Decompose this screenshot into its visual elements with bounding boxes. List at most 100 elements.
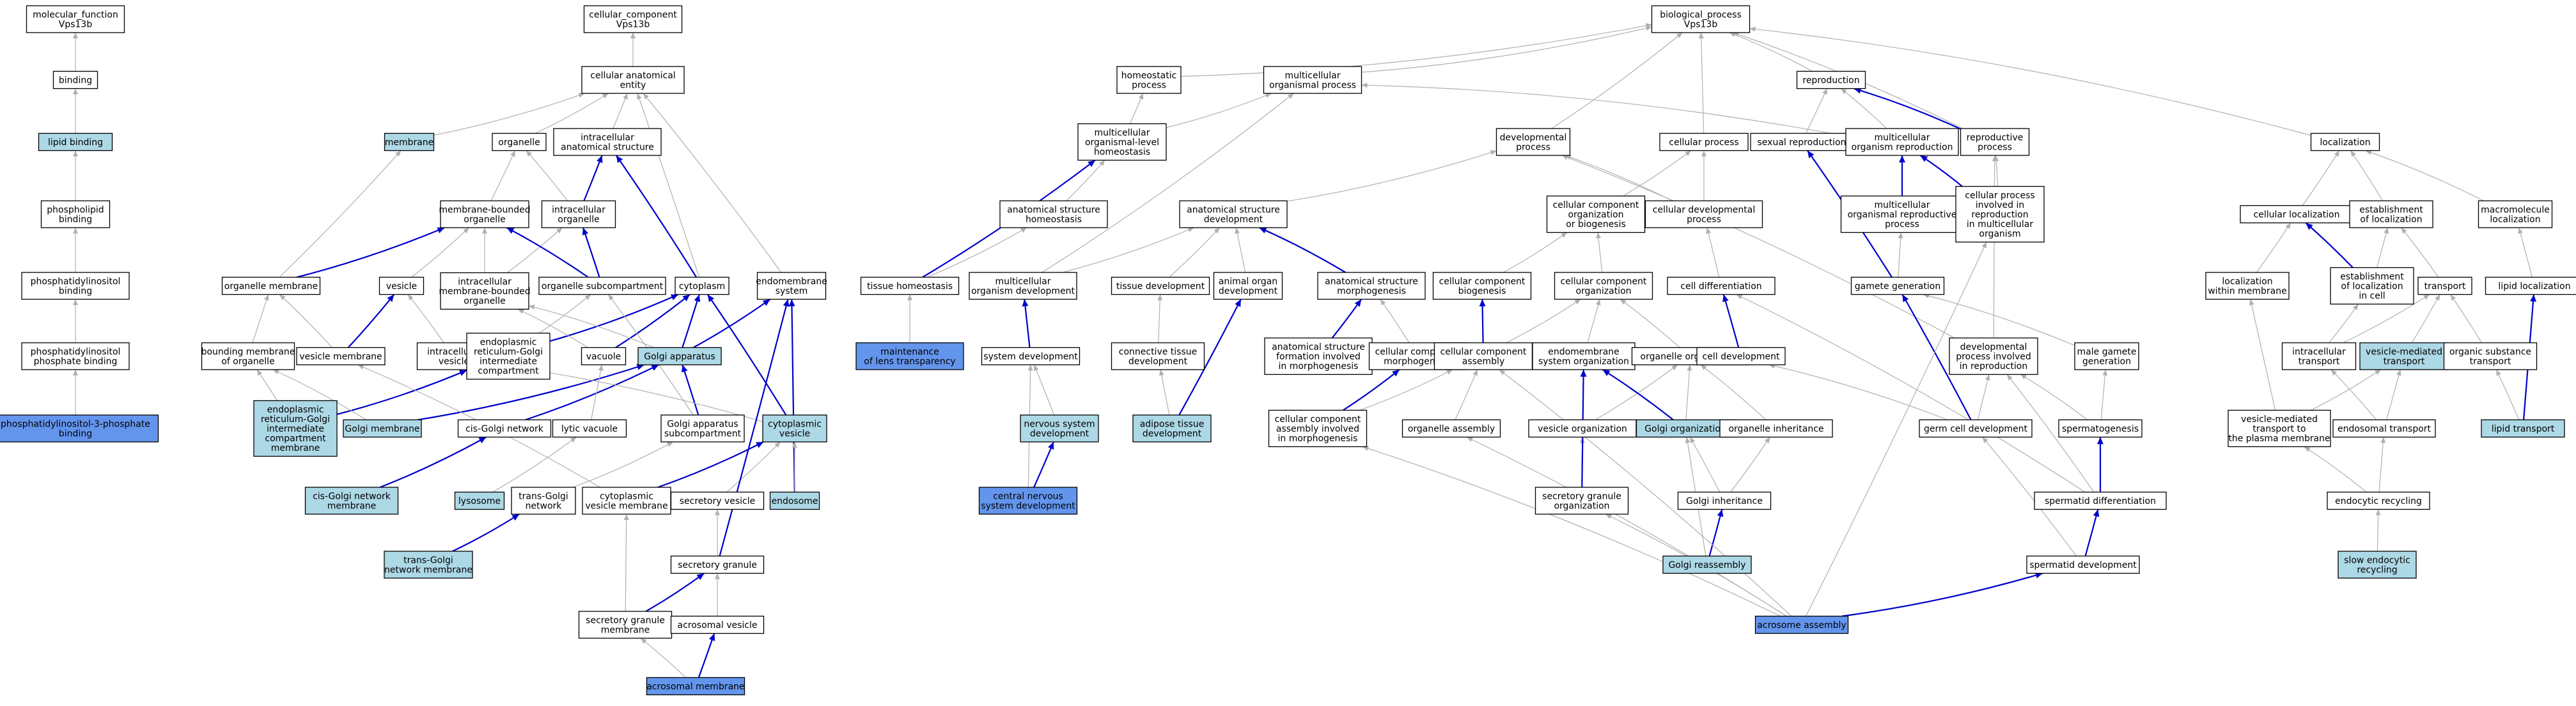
edge-gray xyxy=(1620,299,1680,348)
go-term-node-endocytic-recycling: endocytic recycling xyxy=(2327,491,2430,510)
go-term-node-cellular-process: cellular process xyxy=(1659,132,1749,152)
node-label: sexual reproduction xyxy=(1758,137,1846,148)
go-term-node-lipid-transport: lipid transport xyxy=(2481,419,2565,438)
node-label-line: lipid localization xyxy=(2498,281,2570,292)
node-label-line: organization xyxy=(1575,286,1631,296)
node-box xyxy=(1919,419,2033,438)
node-box xyxy=(221,276,321,295)
node-label: cis-Golgi network xyxy=(465,424,544,434)
edge-blue xyxy=(336,370,467,416)
edge-gray xyxy=(490,150,516,201)
edge-gray xyxy=(407,294,444,343)
node-label-line: lipid transport xyxy=(2492,424,2555,434)
edge-gray xyxy=(1768,363,1948,421)
node-label-line: process xyxy=(1132,80,1166,90)
node-box xyxy=(1796,70,1866,90)
edge-gray xyxy=(2304,446,2367,492)
node-label-line: organelle inheritance xyxy=(1728,424,1823,434)
node-box xyxy=(2205,272,2290,300)
node-label-line: system xyxy=(776,286,808,296)
node-label-line: membrane xyxy=(601,625,650,635)
go-term-node-cellular-localization: cellular localization xyxy=(2240,205,2354,224)
node-label-line: central nervous xyxy=(993,491,1063,501)
node-box xyxy=(1840,195,1964,233)
edge-gray xyxy=(2020,373,2088,420)
edge-gray xyxy=(1623,150,1692,197)
edge-gray xyxy=(517,308,588,349)
node-label-line: anatomical structure xyxy=(1007,205,1100,215)
edge-gray xyxy=(1066,160,1105,201)
node-label-line: establishment xyxy=(2359,205,2423,215)
node-label-line: organelle xyxy=(498,137,540,148)
node-label-line: cellular process xyxy=(1965,191,2034,201)
node-label-line: cellular developmental xyxy=(1653,205,1755,215)
node-label-line: tissue development xyxy=(1116,281,1205,292)
node-label-line: male gamete xyxy=(2077,347,2137,357)
go-term-node-spermatogenesis: spermatogenesis xyxy=(2058,419,2143,438)
edge-gray xyxy=(2411,294,2440,343)
go-term-node-localization: localization xyxy=(2310,132,2380,152)
node-label-line: process xyxy=(1978,142,2012,152)
node-label-line: binding xyxy=(59,214,92,224)
node-label: lysosome xyxy=(458,496,501,506)
node-box xyxy=(769,491,820,510)
edge-gray xyxy=(2495,369,2520,420)
node-box xyxy=(1528,419,1637,438)
node-label-line: cytoplasm xyxy=(679,281,725,292)
node-label-line: network membrane xyxy=(384,565,472,575)
node-label-line: acrosomal membrane xyxy=(646,682,744,692)
node-label-line: acrosomal vesicle xyxy=(678,620,758,631)
node-label-line: binding xyxy=(59,75,92,86)
node-label-line: assembly involved xyxy=(1276,424,1359,434)
node-label: secretory vesicle xyxy=(680,496,756,506)
node-label-line: organelle xyxy=(464,214,505,224)
node-box xyxy=(440,200,529,228)
edge-gray xyxy=(1685,365,1692,420)
node-box xyxy=(1659,132,1749,152)
node-label-line: organism xyxy=(1979,229,2020,239)
node-label-line: reticulum-Golgi xyxy=(261,414,330,425)
edge-gray xyxy=(613,93,628,129)
node-box xyxy=(2240,205,2354,224)
node-box xyxy=(0,414,159,443)
node-box xyxy=(670,555,765,574)
edge-blue xyxy=(706,294,787,416)
go-term-node-acrosomal-membrane: acrosomal membrane xyxy=(646,677,745,696)
node-box xyxy=(1495,128,1571,156)
node-label-line: Vps13b xyxy=(616,19,650,29)
node-box xyxy=(1955,185,2045,243)
go-term-node-tissue-homeostasis: tissue homeostasis xyxy=(860,276,960,295)
node-label-line: vesicle membrane xyxy=(299,352,382,362)
edge-gray xyxy=(1159,369,1170,416)
node-label-line: Vps13b xyxy=(59,19,93,29)
go-term-node-lytic-vacuole: lytic vacuole xyxy=(552,419,627,438)
node-label-line: multicellular xyxy=(995,276,1051,286)
edge-blue xyxy=(692,299,771,349)
node-box xyxy=(646,677,745,696)
node-box xyxy=(1719,419,1833,438)
go-term-node-spermatid-diff: spermatid differentiation xyxy=(2034,491,2167,510)
go-term-node-reproduction: reproduction xyxy=(1796,70,1866,90)
edge-gray xyxy=(1805,88,1828,134)
node-label-line: lipid binding xyxy=(48,137,103,148)
node-label: Golgi inheritance xyxy=(1686,496,1763,506)
go-term-node-golgi-membrane: Golgi membrane xyxy=(343,419,422,438)
node-box xyxy=(304,487,399,515)
node-label: germ cell development xyxy=(1924,424,2028,434)
